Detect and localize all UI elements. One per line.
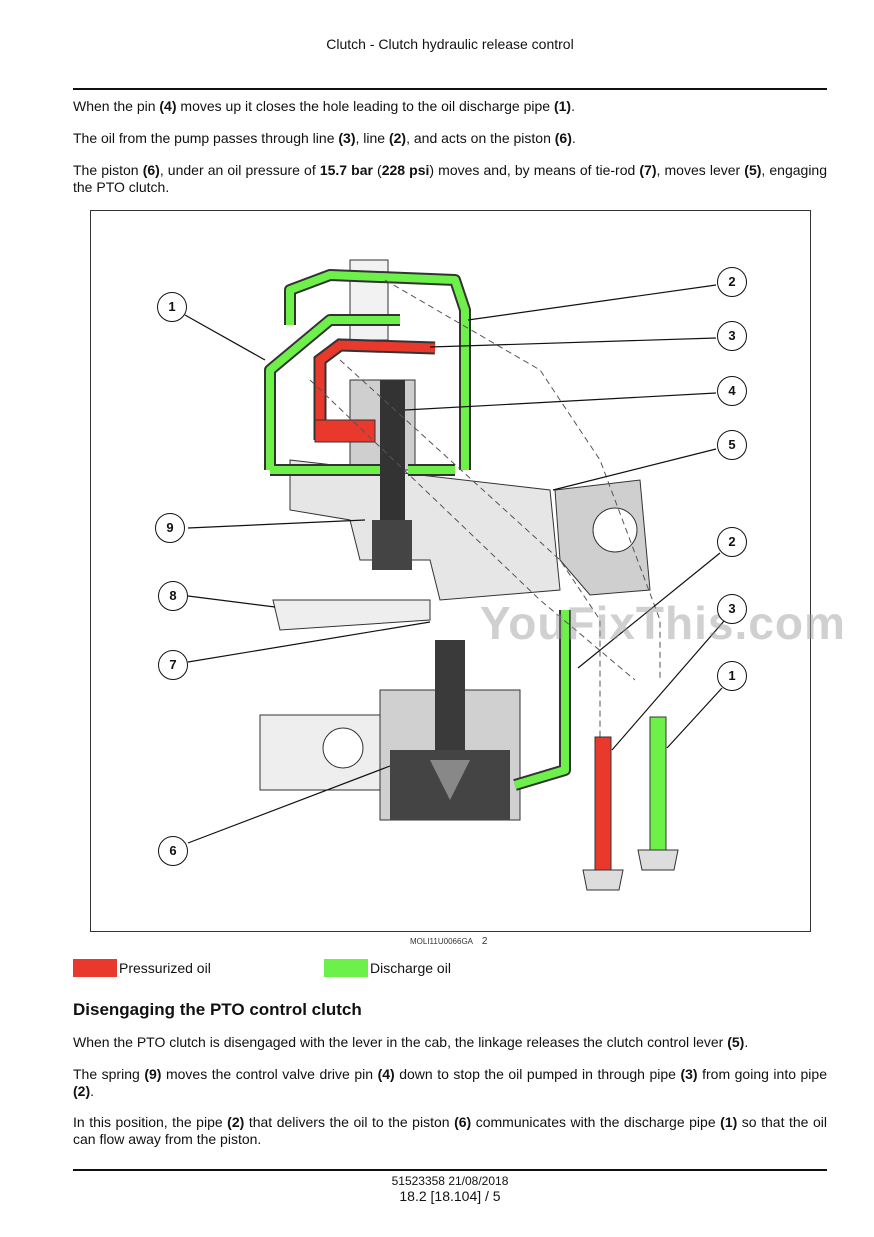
page-header: Clutch - Clutch hydraulic release contro… bbox=[326, 36, 574, 52]
bold-ref: 15.7 bar bbox=[319, 162, 373, 178]
callout-right-1: 3 bbox=[717, 321, 747, 351]
bold-ref: (1) bbox=[720, 1114, 738, 1130]
bold-ref: (2) bbox=[227, 1114, 245, 1130]
bold-ref: (5) bbox=[744, 162, 762, 178]
bold-ref: (1) bbox=[553, 98, 572, 114]
bold-ref: (6) bbox=[142, 162, 160, 178]
bold-ref: (4) bbox=[159, 98, 177, 114]
watermark: YouFixThis.com bbox=[480, 597, 846, 649]
callout-right-4: 2 bbox=[717, 527, 747, 557]
caption-code: MOLI11U0066GA bbox=[410, 937, 473, 946]
bold-ref: (2) bbox=[73, 1083, 91, 1099]
section-heading: Disengaging the PTO control clutch bbox=[73, 1000, 362, 1019]
section-paragraph-1: When the PTO clutch is disengaged with t… bbox=[73, 1034, 749, 1050]
intro-paragraph-1: When the pin (4) moves up it closes the … bbox=[73, 98, 575, 114]
figure-caption: MOLI11U0066GA 2 bbox=[410, 936, 487, 947]
bold-ref: (7) bbox=[639, 162, 657, 178]
intro-paragraph-3: The piston (6), under an oil pressure of… bbox=[73, 162, 828, 195]
bold-ref: (3) bbox=[680, 1066, 698, 1082]
callout-right-0: 2 bbox=[717, 267, 747, 297]
bold-ref: (6) bbox=[554, 130, 572, 146]
header-rule bbox=[73, 88, 827, 90]
footer-doc-id: 51523358 21/08/2018 bbox=[391, 1174, 509, 1188]
section-paragraph-2: The spring (9) moves the control valve d… bbox=[73, 1066, 827, 1099]
callout-left-4: 6 bbox=[158, 836, 188, 866]
callout-right-6: 1 bbox=[717, 661, 747, 691]
intro-paragraph-2: The oil from the pump passes through lin… bbox=[73, 130, 576, 146]
bold-ref: 228 psi bbox=[381, 162, 430, 178]
bold-ref: (9) bbox=[144, 1066, 162, 1082]
footer-rule bbox=[73, 1169, 827, 1171]
bold-ref: (4) bbox=[377, 1066, 395, 1082]
bold-ref: (6) bbox=[454, 1114, 472, 1130]
callout-right-5: 3 bbox=[717, 594, 747, 624]
legend-swatch-pressurized bbox=[73, 959, 117, 977]
caption-number: 2 bbox=[481, 936, 488, 947]
callout-right-2: 4 bbox=[717, 376, 747, 406]
callout-left-0: 1 bbox=[157, 292, 187, 322]
bold-ref: (3) bbox=[338, 130, 356, 146]
bold-ref: (2) bbox=[388, 130, 407, 146]
figure-frame bbox=[90, 210, 811, 932]
footer-page-number: 18.2 [18.104] / 5 bbox=[399, 1188, 501, 1204]
section-paragraph-3: In this position, the pipe (2) that deli… bbox=[73, 1114, 827, 1147]
callout-left-3: 7 bbox=[158, 650, 188, 680]
legend-label-pressurized: Pressurized oil bbox=[119, 960, 211, 976]
bold-ref: (5) bbox=[727, 1034, 745, 1050]
legend-swatch-discharge bbox=[324, 959, 368, 977]
callout-right-3: 5 bbox=[717, 430, 747, 460]
callout-left-1: 9 bbox=[155, 513, 185, 543]
legend-label-discharge: Discharge oil bbox=[370, 960, 451, 976]
callout-left-2: 8 bbox=[158, 581, 188, 611]
